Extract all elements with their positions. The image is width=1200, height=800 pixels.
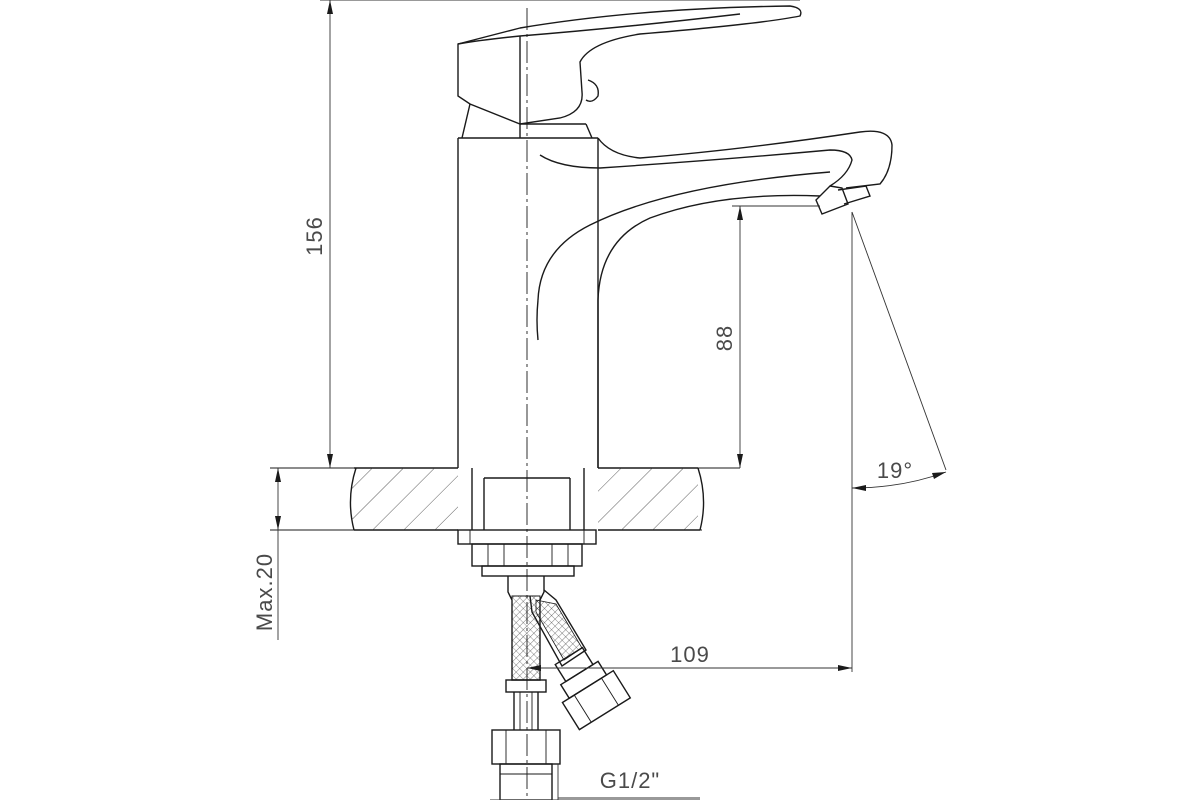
spray-angle-label: 19°: [877, 458, 913, 483]
dimension-spout-height: 88: [712, 205, 820, 468]
dimension-thread-size: G1/2": [490, 764, 700, 800]
faucet-body: [457, 137, 831, 468]
dimension-spray-angle: 19°: [851, 211, 947, 491]
dimension-total-height: 156: [302, 0, 800, 468]
lever-handle: [457, 5, 802, 139]
dimension-spout-reach: 109: [527, 212, 853, 672]
deck-thickness-label: Max.20: [252, 553, 277, 631]
spout-reach-label: 109: [670, 642, 710, 667]
thread-size-label: G1/2": [600, 768, 661, 793]
faucet-spout: [539, 130, 893, 215]
supply-hoses: [491, 576, 632, 800]
total-height-label: 156: [302, 216, 327, 256]
dimension-deck-thickness: Max.20: [252, 468, 281, 640]
spout-height-label: 88: [712, 325, 737, 351]
